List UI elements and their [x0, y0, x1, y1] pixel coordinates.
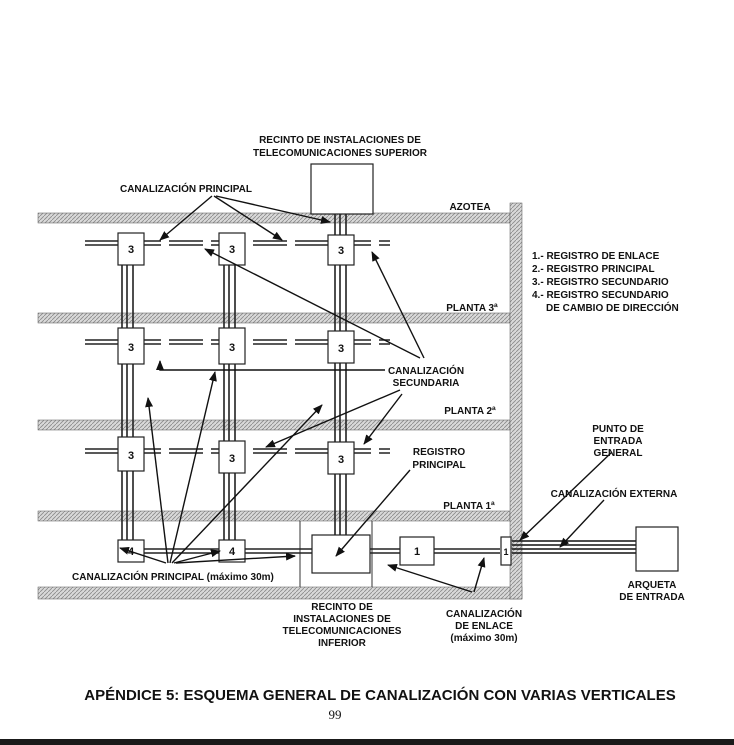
legend: 1.- REGISTRO DE ENLACE 2.- REGISTRO PRIN…	[532, 251, 679, 314]
label-canalizacion-enlace: CANALIZACIÓN	[446, 607, 522, 620]
outer-wall	[509, 202, 523, 600]
registro-number: 4	[229, 546, 236, 558]
legend-item: 1.- REGISTRO DE ENLACE	[532, 251, 660, 262]
registro-box	[117, 436, 145, 472]
label-arqueta: DE ENTRADA	[619, 592, 685, 603]
slab-planta-1	[37, 510, 511, 522]
registro-box	[327, 330, 355, 364]
registro-box	[327, 441, 355, 475]
registro-number: 3	[229, 244, 235, 256]
registro-number: 3	[229, 342, 235, 354]
slab-planta-3	[37, 312, 511, 324]
floor-slabs	[37, 202, 523, 600]
label-canalizacion-secundaria: SECUNDARIA	[393, 378, 460, 389]
legend-item: 2.- REGISTRO PRINCIPAL	[532, 264, 655, 275]
label-recinto-inferior: TELECOMUNICACIONES	[283, 626, 402, 637]
label-planta-2: PLANTA 2ª	[444, 406, 496, 417]
label-recinto-inferior: INFERIOR	[318, 638, 367, 649]
registro-number: 1	[414, 546, 420, 558]
registro-number: 3	[128, 244, 134, 256]
scan-edge	[0, 739, 734, 745]
label-canalizacion-enlace: (máximo 30m)	[450, 633, 517, 644]
legend-item: DE CAMBIO DE DIRECCIÓN	[546, 301, 679, 314]
registro-box	[218, 440, 246, 474]
external-canalization	[512, 540, 636, 554]
label-canalizacion-secundaria: CANALIZACIÓN	[388, 364, 464, 377]
label-recinto-superior: RECINTO DE INSTALACIONES DE	[259, 135, 421, 146]
label-azotea: AZOTEA	[449, 202, 490, 213]
label-registro-principal: REGISTRO	[413, 447, 465, 458]
label-punto-entrada: GENERAL	[594, 448, 643, 459]
registro-box	[117, 327, 145, 365]
registro-box	[327, 234, 355, 266]
slab-planta-2	[37, 419, 511, 431]
label-canalizacion-principal: CANALIZACIÓN PRINCIPAL	[120, 182, 252, 195]
registro-number: 3	[338, 454, 344, 466]
label-recinto-inferior: INSTALACIONES DE	[293, 614, 391, 625]
legend-item: 3.- REGISTRO SECUNDARIO	[532, 277, 669, 288]
label-punto-entrada: ENTRADA	[594, 436, 643, 447]
label-canalizacion-externa: CANALIZACIÓN EXTERNA	[551, 487, 678, 500]
registro-number: 3	[128, 342, 134, 354]
registro-number: 3	[128, 450, 134, 462]
label-recinto-inferior: RECINTO DE	[311, 602, 373, 613]
recinto-superior-box	[310, 163, 374, 215]
page-number: 99	[329, 707, 342, 722]
registro-number: 1	[503, 547, 508, 557]
label-canalizacion-principal-max: CANALIZACIÓN PRINCIPAL (máximo 30m)	[72, 570, 274, 583]
registros-cambio-direccion: 4 4	[117, 539, 246, 563]
legend-item: 4.- REGISTRO SECUNDARIO	[532, 290, 669, 301]
registros-secundarios: 3 3 3 3 3 3 3 3 3	[117, 232, 355, 475]
slab-ground	[37, 586, 523, 600]
registro-number: 3	[338, 245, 344, 257]
label-arqueta: ARQUETA	[628, 580, 677, 591]
label-planta-3: PLANTA 3ª	[446, 303, 498, 314]
slab-azotea	[37, 212, 511, 224]
registro-box	[218, 232, 246, 266]
figure-caption: APÉNDICE 5: ESQUEMA GENERAL DE CANALIZAC…	[84, 686, 675, 704]
registro-box	[218, 327, 246, 365]
registro-number: 3	[229, 453, 235, 465]
registro-box	[117, 232, 145, 266]
registro-enlace-box	[500, 536, 512, 566]
label-planta-1: PLANTA 1ª	[443, 501, 495, 512]
label-canalizacion-enlace: DE ENLACE	[455, 621, 513, 632]
label-punto-entrada: PUNTO DE	[592, 424, 644, 435]
ground-principal	[120, 548, 500, 554]
registro-number: 3	[338, 343, 344, 355]
callout-arrows	[119, 195, 613, 593]
arqueta-box	[635, 526, 679, 572]
label-recinto-superior: TELECOMUNICACIONES SUPERIOR	[253, 148, 428, 159]
label-registro-principal: PRINCIPAL	[412, 460, 465, 471]
registro-enlace-box	[399, 536, 435, 566]
registro-principal-box	[311, 534, 371, 574]
